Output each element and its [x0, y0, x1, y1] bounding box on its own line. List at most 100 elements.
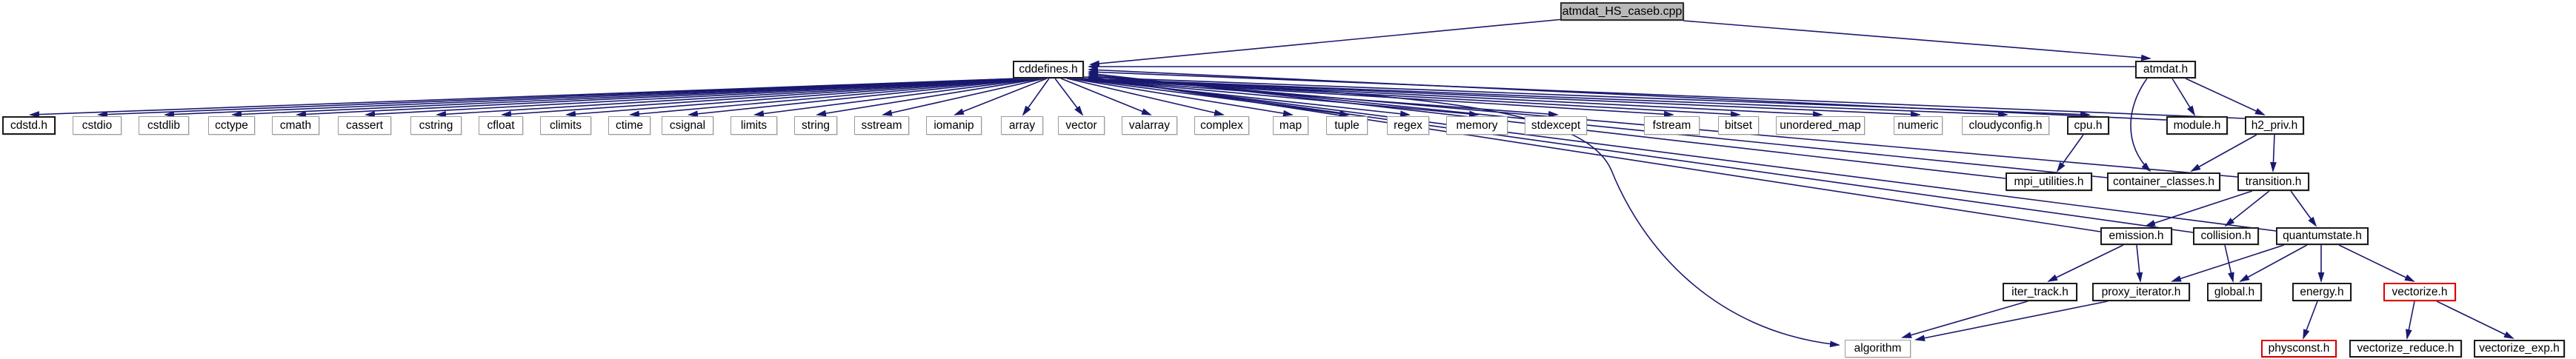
node-cmath: cmath	[272, 116, 319, 135]
edge-cddefines-h-to-cassert	[365, 78, 1028, 118]
edge-proxy-iterator-h-to-algorithm	[1914, 301, 2109, 341]
node-emission-h[interactable]: emission.h	[2100, 227, 2172, 245]
node-physconst-h[interactable]: physconst.h	[2261, 340, 2337, 358]
edge-quantumstate-h-to-proxy-iterator-h	[2171, 244, 2285, 282]
node-cfloat: cfloat	[479, 116, 523, 135]
edge-cddefines-h-to-cfloat	[501, 78, 1032, 118]
edge-cddefines-h-to-numeric	[1082, 78, 1921, 118]
node-ctime: ctime	[608, 116, 650, 135]
node-global-h[interactable]: global.h	[2207, 283, 2262, 301]
edge-atmdat-h-to-container-classes-h	[2130, 78, 2151, 172]
edge-transition-h-to-collision-h	[2224, 190, 2270, 227]
edge-cddefines-h-to-algorithm	[1070, 78, 1840, 348]
node-algorithm: algorithm	[1845, 340, 1911, 358]
edge-cddefines-h-to-vector	[1054, 78, 1084, 116]
edge-transition-h-to-emission-h	[2145, 190, 2253, 227]
node-sstream: sstream	[854, 116, 909, 135]
edge-collision-h-to-cddefines-h	[1088, 76, 2194, 233]
node-vectorize-h[interactable]: vectorize.h	[2383, 283, 2456, 301]
edge-h2-priv-h-to-transition-h	[2270, 134, 2277, 172]
edge-cddefines-h-to-array	[1022, 78, 1050, 116]
node-vector: vector	[1058, 116, 1105, 135]
node-cstring: cstring	[410, 116, 462, 135]
node-array: array	[1001, 116, 1043, 135]
node-string: string	[794, 116, 837, 135]
node-cdstd-h[interactable]: cdstd.h	[2, 116, 56, 135]
node-mpi-utilities-h[interactable]: mpi_utilities.h	[2006, 172, 2092, 191]
edge-cddefines-h-to-iomanip	[953, 78, 1048, 115]
edge-cddefines-h-to-tuple	[1072, 78, 1350, 117]
node-transition-h[interactable]: transition.h	[2237, 172, 2309, 191]
edge-atmdat-h-to-h2-priv-h	[2185, 78, 2266, 115]
node-h2-priv-h[interactable]: h2_priv.h	[2245, 116, 2304, 135]
edge-group	[29, 19, 2515, 348]
edge-cddefines-h-to-limits	[753, 78, 1041, 117]
edge-emission-h-to-proxy-iterator-h	[2136, 244, 2143, 283]
edge-iter-track-h-to-algorithm	[1901, 301, 2028, 338]
node-iomanip: iomanip	[926, 116, 982, 135]
edge-cddefines-h-to-valarray	[1060, 78, 1152, 115]
node-tuple: tuple	[1326, 116, 1368, 135]
node-iter-track-h[interactable]: iter_track.h	[2003, 283, 2077, 301]
edge-cpu-h-to-mpi-utilities-h	[2056, 134, 2084, 172]
edge-cddefines-h-to-string	[816, 78, 1043, 117]
edge-cddefines-h-to-sstream	[882, 78, 1045, 116]
edge-energy-h-to-physconst-h	[2303, 301, 2318, 340]
node-climits: climits	[540, 116, 591, 135]
edge-cddefines-h-to-cctype	[231, 78, 1024, 118]
node-memory: memory	[1446, 116, 1508, 135]
edge-atmdat-h-to-module-h	[2171, 78, 2196, 116]
node-bitset: bitset	[1718, 116, 1759, 135]
node-collision-h[interactable]: collision.h	[2193, 227, 2259, 245]
node-regex: regex	[1387, 116, 1429, 135]
edge-transition-h-to-quantumstate-h	[2290, 190, 2317, 227]
edge-vectorize-h-to-vectorize-exp-h	[2436, 301, 2515, 339]
edge-quantumstate-h-to-vectorize-h	[2338, 244, 2415, 282]
node-cctype: cctype	[208, 116, 255, 135]
edge-cddefines-h-to-map	[1069, 78, 1294, 117]
edge-cddefines-h-to-csignal	[688, 78, 1039, 118]
edge-cddefines-h-to-cstring	[436, 78, 1030, 118]
node-proxy-iterator-h[interactable]: proxy_iterator.h	[2092, 283, 2190, 301]
node-atmdat-h[interactable]: atmdat.h	[2135, 61, 2196, 78]
node-cassert: cassert	[338, 116, 391, 135]
node-cpu-h[interactable]: cpu.h	[2067, 116, 2109, 135]
edge-cddefines-h-to-complex	[1066, 78, 1225, 116]
node-limits: limits	[730, 116, 777, 135]
node-csignal: csignal	[662, 116, 713, 135]
node-stdexcept: stdexcept	[1525, 116, 1587, 135]
node-atmdat-hs-caseb-cpp: atmdat_HS_caseb.cpp	[1560, 2, 1684, 21]
edge-h2-priv-h-to-container-classes-h	[2190, 134, 2257, 172]
node-quantumstate-h[interactable]: quantumstate.h	[2276, 227, 2369, 245]
node-valarray: valarray	[1122, 116, 1177, 135]
edge-cddefines-h-to-regex	[1074, 78, 1411, 118]
edge-cddefines-h-to-memory	[1075, 78, 1480, 118]
node-cddefines-h[interactable]: cddefines.h	[1013, 61, 1084, 78]
edge-cddefines-h-to-cmath	[296, 78, 1025, 118]
node-vectorize-reduce-h[interactable]: vectorize_reduce.h	[2349, 340, 2462, 358]
edge-cddefines-h-to-ctime	[629, 78, 1036, 118]
edge-quantumstate-h-to-cddefines-h	[1088, 76, 2277, 232]
node-unordered-map: unordered_map	[1776, 116, 1865, 135]
node-cloudyconfig-h: cloudyconfig.h	[1962, 116, 2049, 135]
edge-container-classes-h-to-cddefines-h	[1088, 72, 2108, 178]
edge-module-h-to-cddefines-h	[1088, 67, 2167, 121]
node-container-classes-h[interactable]: container_classes.h	[2107, 172, 2220, 191]
node-module-h[interactable]: module.h	[2166, 116, 2228, 135]
edge-quantumstate-h-to-global-h	[2239, 244, 2308, 282]
edge-vectorize-h-to-vectorize-reduce-h	[2406, 301, 2415, 340]
edge-cddefines-h-to-climits	[565, 78, 1034, 118]
edge-h2-priv-h-to-cddefines-h	[1088, 69, 2246, 119]
edge-cddefines-h-to-cloudyconfig-h	[1082, 78, 2008, 118]
node-energy-h[interactable]: energy.h	[2292, 283, 2352, 301]
node-vectorize-exp-h[interactable]: vectorize_exp.h	[2474, 340, 2565, 358]
node-complex: complex	[1194, 116, 1249, 135]
node-fstream: fstream	[1644, 116, 1700, 135]
edge-atmdat-hs-caseb-cpp-to-atmdat-h	[1683, 20, 2151, 61]
edge-emission-h-to-cddefines-h	[1088, 75, 2101, 232]
node-map: map	[1273, 116, 1308, 135]
node-cstdlib: cstdlib	[139, 116, 189, 135]
node-numeric: numeric	[1894, 116, 1943, 135]
